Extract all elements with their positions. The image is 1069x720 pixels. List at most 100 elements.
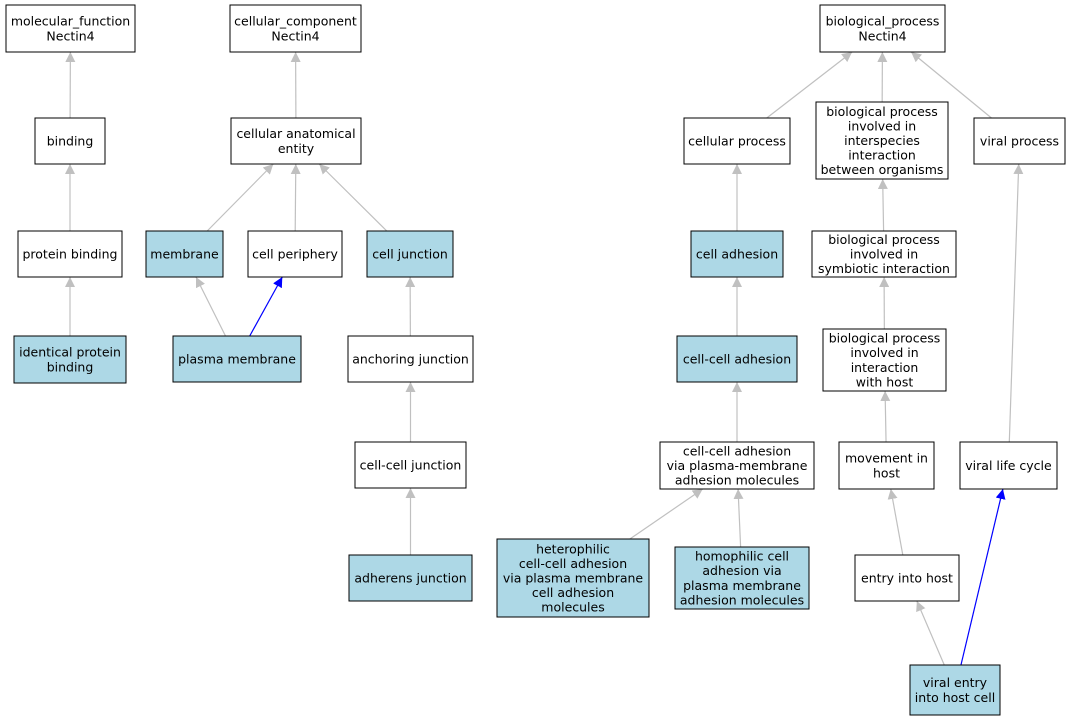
edge-cell-junction-to-cellular-anatomical-entity: [318, 163, 388, 232]
edge-heterophilic-to-cca-pm-adhesion: [629, 488, 704, 540]
node-label-line: anchoring junction: [352, 352, 469, 367]
node-label-line: viral entry: [923, 675, 988, 690]
node-label-line: binding: [47, 359, 94, 374]
edge-viral-life-cycle-to-viral-process: [1008, 163, 1024, 443]
node-box: [347, 335, 474, 383]
node-cell-periphery[interactable]: cell periphery: [247, 230, 343, 278]
node-box: [230, 117, 362, 165]
node-label-line: cellular anatomical: [236, 126, 355, 141]
edge-plasma-membrane-to-membrane: [195, 276, 227, 337]
node-label-line: cellular_component: [234, 14, 357, 29]
node-label-line: viral process: [980, 134, 1059, 149]
node-label-line: molecules: [541, 600, 604, 615]
node-label-line: plasma membrane: [683, 578, 801, 593]
nodes-layer: molecular_functionNectin4bindingprotein …: [5, 4, 1066, 716]
node-label-line: involved in: [850, 247, 918, 262]
node-label-line: heterophilic: [536, 541, 610, 556]
node-label-line: biological process: [829, 331, 941, 346]
node-label-line: via plasma membrane: [503, 571, 644, 586]
node-label-line: plasma membrane: [178, 352, 296, 367]
node-label-line: cell-cell adhesion: [683, 352, 791, 367]
node-plasma-membrane[interactable]: plasma membrane: [172, 335, 302, 383]
node-label-line: cell adhesion: [696, 247, 778, 262]
node-anchoring-junction[interactable]: anchoring junction: [347, 335, 474, 383]
node-viral-process[interactable]: viral process: [973, 117, 1066, 165]
node-label-line: biological process: [826, 104, 938, 119]
node-box: [17, 230, 123, 278]
edge-cellular-process-to-biological-process: [766, 51, 853, 119]
node-cell-cell-adhesion[interactable]: cell-cell adhesion: [676, 335, 798, 383]
node-adherens-junction[interactable]: adherens junction: [348, 554, 473, 602]
node-box: [683, 117, 791, 165]
node-label-line: membrane: [150, 247, 219, 262]
node-label-line: Nectin4: [271, 28, 319, 43]
node-box: [959, 441, 1058, 490]
node-label-line: cell-cell adhesion: [519, 556, 627, 571]
node-label-line: cell-cell junction: [360, 458, 462, 473]
node-cell-adhesion[interactable]: cell adhesion: [690, 230, 784, 278]
edge-cell-periphery-to-cellular-anatomical-entity: [290, 163, 301, 232]
node-box: [909, 664, 1001, 716]
node-box: [815, 101, 949, 180]
edge-viral-process-to-biological-process: [910, 51, 992, 119]
node-label-line: cell adhesion: [532, 585, 614, 600]
node-box: [354, 441, 467, 489]
node-entry-into-host[interactable]: entry into host: [854, 554, 960, 602]
node-label-line: adhesion via: [702, 563, 781, 578]
node-label-line: Nectin4: [46, 28, 94, 43]
edge-viral-entry-to-viral-life-cycle: [960, 488, 1006, 666]
node-binding[interactable]: binding: [34, 117, 106, 165]
node-label-line: identical protein: [19, 345, 121, 360]
node-membrane[interactable]: membrane: [145, 230, 224, 278]
node-box: [973, 117, 1066, 165]
node-cell-junction[interactable]: cell junction: [366, 230, 454, 278]
node-label-line: into host cell: [915, 690, 995, 705]
node-label-line: symbiotic interaction: [818, 261, 950, 276]
node-box: [366, 230, 454, 278]
node-label-line: cellular process: [688, 134, 786, 149]
node-label-line: cell junction: [372, 247, 448, 262]
node-viral-life-cycle[interactable]: viral life cycle: [959, 441, 1058, 490]
node-box: [229, 4, 362, 53]
node-box: [674, 546, 810, 610]
node-protein-binding[interactable]: protein binding: [17, 230, 123, 278]
node-box: [690, 230, 784, 278]
node-box: [659, 441, 815, 490]
node-label-line: biological process: [828, 232, 940, 247]
node-label-line: molecular_function: [11, 14, 130, 29]
edge-entry-into-host-to-movement-in-host: [887, 488, 904, 556]
node-label-line: host: [873, 465, 900, 480]
node-label-line: interaction: [851, 360, 919, 375]
node-box: [13, 335, 127, 384]
node-label-line: Nectin4: [858, 28, 906, 43]
node-label-line: biological_process: [826, 14, 940, 29]
node-box: [811, 230, 957, 278]
node-label-line: entity: [278, 141, 315, 156]
node-box: [247, 230, 343, 278]
node-label-line: adhesion molecules: [680, 592, 804, 607]
edge-membrane-to-cellular-anatomical-entity: [206, 163, 274, 232]
node-label-line: entry into host: [861, 571, 953, 586]
node-label-line: interaction: [848, 148, 916, 163]
node-label-line: protein binding: [22, 247, 117, 262]
node-cellular-process[interactable]: cellular process: [683, 117, 791, 165]
edge-movement-in-host-to-bp-with-host: [880, 390, 891, 443]
node-box: [822, 328, 947, 392]
node-box: [5, 4, 136, 53]
node-box: [819, 4, 946, 53]
node-cell-cell-junction[interactable]: cell-cell junction: [354, 441, 467, 489]
